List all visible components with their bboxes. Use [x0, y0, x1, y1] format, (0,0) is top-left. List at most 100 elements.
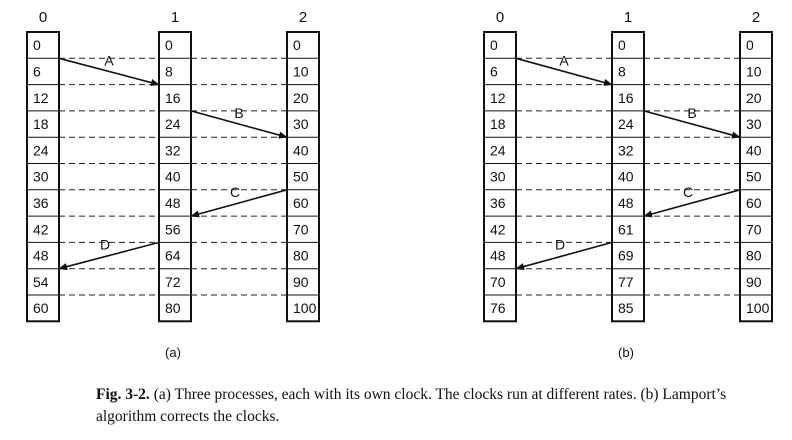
clock-tick-value: 76	[490, 300, 506, 316]
message-arrow-a	[58, 57, 160, 87]
clock-tick-value: 30	[33, 169, 49, 185]
figure-caption: Fig. 3-2. (a) Three processes, each with…	[96, 384, 736, 428]
clock-tick-value: 80	[293, 248, 309, 264]
clock-tick-value: 36	[490, 195, 506, 211]
clock-tick-value: 24	[618, 116, 634, 132]
panel-label: (a)	[165, 345, 181, 360]
clock-tick-value: 80	[165, 300, 181, 316]
clock-tick-value: 48	[618, 195, 634, 211]
message-arrow-b	[190, 110, 288, 139]
clock-column	[286, 31, 320, 323]
clock-tick-value: 0	[746, 37, 754, 53]
clock-column	[739, 31, 773, 323]
message-arrow-a	[515, 57, 613, 86]
clock-tick-value: 0	[293, 37, 301, 53]
clock-tick-value: 48	[33, 248, 49, 264]
figure-caption-text: (a) Three processes, each with its own c…	[96, 386, 727, 425]
figure-number: Fig. 3-2.	[96, 386, 150, 403]
clock-tick-value: 40	[293, 142, 309, 158]
clock-tick-value: 6	[33, 63, 41, 79]
clock-tick-value: 60	[293, 195, 309, 211]
clock-tick-value: 8	[165, 63, 173, 79]
clock-tick-value: 18	[490, 116, 506, 132]
clock-tick-value: 85	[618, 300, 634, 316]
clock-tick-value: 100	[293, 300, 317, 316]
clock-tick-value: 30	[490, 169, 506, 185]
clock-tick-value: 32	[165, 142, 181, 158]
message-arrow-d	[515, 241, 613, 271]
clock-tick-value: 16	[618, 90, 634, 106]
clock-tick-value: 20	[293, 90, 309, 106]
message-arrow-b	[643, 110, 741, 139]
clock-tick-value: 0	[33, 37, 41, 53]
clock-tick-value: 6	[490, 63, 498, 79]
clock-tick-value: 64	[165, 248, 181, 264]
clock-column	[158, 31, 192, 323]
clock-column	[26, 31, 60, 323]
message-label-b: B	[234, 105, 243, 121]
process-header-0: 0	[496, 9, 504, 26]
message-arrow-c	[643, 189, 741, 218]
message-label-d: D	[100, 237, 110, 253]
panel-label: (b)	[618, 345, 634, 360]
message-arrow-c	[190, 189, 288, 218]
clock-tick-value: 56	[165, 221, 181, 237]
clock-tick-value: 24	[490, 142, 506, 158]
process-header-1: 1	[171, 9, 179, 26]
clock-tick-value: 48	[165, 195, 181, 211]
clock-column	[611, 31, 645, 323]
clock-tick-value: 70	[746, 221, 762, 237]
clock-tick-value: 50	[293, 169, 309, 185]
clock-tick-value: 50	[746, 169, 762, 185]
clock-tick-value: 24	[165, 116, 181, 132]
clock-tick-value: 12	[33, 90, 49, 106]
clock-tick-value: 69	[618, 248, 634, 264]
clock-tick-value: 36	[33, 195, 49, 211]
clock-tick-value: 16	[165, 90, 181, 106]
clock-tick-value: 72	[165, 274, 181, 290]
clock-tick-value: 0	[490, 37, 498, 53]
clock-tick-value: 32	[618, 142, 634, 158]
clock-tick-value: 60	[746, 195, 762, 211]
clock-tick-value: 42	[33, 221, 49, 237]
clock-tick-value: 42	[490, 221, 506, 237]
clock-tick-value: 24	[33, 142, 49, 158]
clock-tick-value: 40	[618, 169, 634, 185]
clock-tick-value: 12	[490, 90, 506, 106]
clock-tick-value: 60	[33, 300, 49, 316]
clock-tick-value: 40	[746, 142, 762, 158]
process-header-1: 1	[624, 9, 632, 26]
clock-tick-value: 100	[746, 300, 770, 316]
message-label-c: C	[230, 184, 240, 200]
clock-tick-value: 48	[490, 248, 506, 264]
message-label-a: A	[559, 52, 569, 68]
clock-tick-value: 70	[490, 274, 506, 290]
panel-a: 0061218243036424854601081624324048566472…	[26, 9, 320, 360]
clock-tick-value: 61	[618, 221, 634, 237]
clock-tick-value: 54	[33, 274, 49, 290]
message-arrow-d	[58, 241, 160, 271]
clock-tick-value: 80	[746, 248, 762, 264]
clock-tick-value: 8	[618, 63, 626, 79]
clock-tick-value: 40	[165, 169, 181, 185]
clock-tick-value: 30	[293, 116, 309, 132]
message-label-d: D	[555, 237, 565, 253]
process-header-2: 2	[752, 9, 760, 26]
clock-tick-value: 10	[746, 63, 762, 79]
clock-column	[483, 31, 517, 323]
clock-tick-value: 0	[618, 37, 626, 53]
clock-tick-value: 90	[293, 274, 309, 290]
process-header-2: 2	[299, 9, 307, 26]
panel-b: 0061218243036424870761081624324048616977…	[483, 9, 773, 360]
clock-tick-value: 90	[746, 274, 762, 290]
message-label-b: B	[687, 105, 696, 121]
clock-tick-value: 77	[618, 274, 634, 290]
clock-tick-value: 30	[746, 116, 762, 132]
clock-tick-value: 18	[33, 116, 49, 132]
clock-tick-value: 70	[293, 221, 309, 237]
message-label-c: C	[683, 184, 693, 200]
clock-tick-value: 0	[165, 37, 173, 53]
clock-tick-value: 20	[746, 90, 762, 106]
clock-tick-value: 10	[293, 63, 309, 79]
